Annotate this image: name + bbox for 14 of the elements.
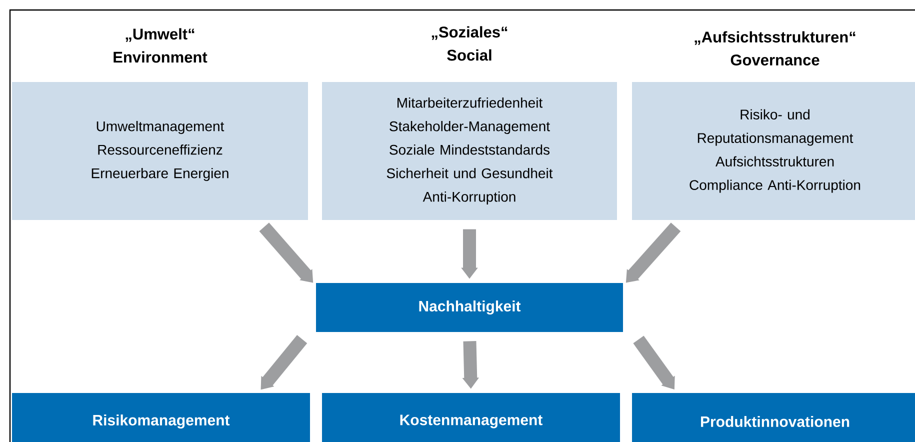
result-box: Kostenmanagement bbox=[322, 393, 620, 442]
category-heading: Environment bbox=[114, 51, 208, 63]
result-box: Risikomanagement bbox=[12, 393, 310, 442]
block-arrow bbox=[633, 336, 675, 390]
category-box: Risiko- und Reputationsmanagement Aufsichtsstrukturen Compliance Anti-Korruption bbox=[632, 82, 915, 220]
category-heading: „Aufsichtsstrukturen“ bbox=[694, 31, 856, 45]
category-box: Umweltmanagement Ressourceneffizienz Erneuerbare Energien bbox=[12, 82, 308, 220]
result-box: Nachhaltigkeit bbox=[316, 283, 623, 332]
category-heading: „Soziales“ bbox=[432, 26, 508, 40]
category-heading: Governance bbox=[730, 54, 820, 66]
result-box: Produktinnovationen bbox=[632, 393, 915, 442]
category-box: Mitarbeiterzufriedenheit Stakeholder-Management Soziale Mindeststandards Sicherheit und Gesundheit Anti-Korruption bbox=[322, 82, 617, 220]
category-heading: „Umwelt“ bbox=[126, 28, 194, 42]
category-heading: Social bbox=[447, 49, 492, 61]
